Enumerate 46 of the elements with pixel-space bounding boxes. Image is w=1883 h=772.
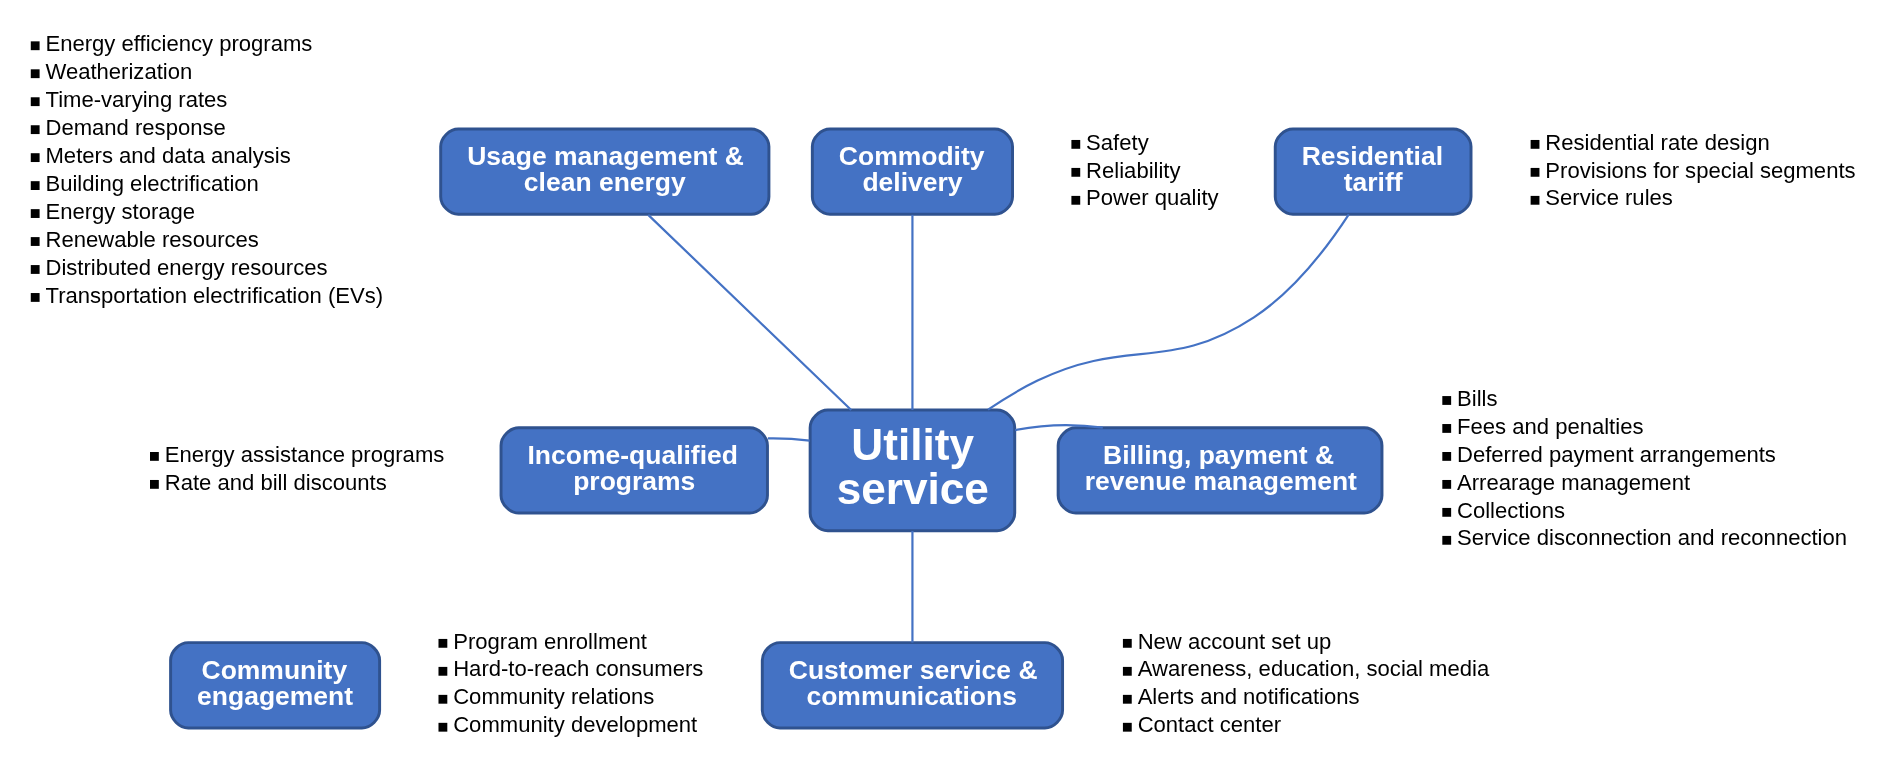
node-label: Renewable resources [45, 226, 259, 252]
connector [767, 436, 810, 442]
node-label: Hard-to-reach consumers [453, 655, 704, 681]
node-label: Deferred payment arrangements [1457, 441, 1776, 467]
node-label: Safety [1086, 129, 1149, 155]
node-box: Billing, payment & revenue management [1056, 425, 1384, 515]
node-label: Arrearage management [1457, 469, 1691, 495]
connector [1014, 423, 1103, 431]
node-label: Rate and bill discounts [164, 469, 387, 495]
node-label: Reliability [1086, 156, 1181, 182]
node-label: Collections [1457, 497, 1565, 522]
node-box: Commodity delivery [810, 126, 1014, 216]
node-label: Service rules [1545, 184, 1673, 210]
node-label: Energy assistance programs [164, 441, 445, 467]
node-label: Service disconnection and reconnection [1457, 524, 1848, 550]
connector [987, 213, 1350, 411]
node-label: Bills [1457, 385, 1498, 411]
node-label: Transportation electrification (EVs) [45, 282, 384, 308]
node-label: Contact center [1137, 711, 1282, 737]
node-label: Energy storage [45, 198, 196, 224]
connector [647, 213, 852, 411]
node-label: New account set up [1137, 628, 1332, 653]
node-label: Program enrollment [453, 628, 647, 653]
node-label: Provisions for special segments [1545, 156, 1856, 182]
node-label: Alerts and notifications [1137, 683, 1360, 709]
node-label: Weatherization [45, 58, 193, 84]
node-box: Income-qualified programs [499, 425, 769, 515]
connector [911, 530, 914, 643]
node-label: Community development [453, 711, 698, 737]
node-label: Meters and data analysis [45, 142, 291, 168]
node-label: Community relations [453, 683, 655, 709]
node-label: Distributed energy resources [45, 254, 328, 280]
node-box: Usage management & clean energy [439, 126, 771, 216]
node-box: Utility service [808, 408, 1017, 532]
node-label: Power quality [1086, 184, 1219, 210]
connector [911, 214, 914, 410]
node-label: Fees and penalties [1457, 413, 1644, 439]
node-box: Residential tariff [1273, 126, 1473, 216]
node-label: Energy efficiency programs [45, 30, 313, 56]
node-label: Time-varying rates [45, 86, 228, 112]
node-label: Demand response [45, 114, 226, 140]
node-label: Awareness, education, social media [1137, 655, 1490, 681]
node-label: Residential rate design [1545, 129, 1770, 155]
node-label: Building electrification [45, 170, 259, 196]
node-box: Community engagement [169, 640, 382, 729]
node-box: Customer service & communications [760, 640, 1065, 729]
